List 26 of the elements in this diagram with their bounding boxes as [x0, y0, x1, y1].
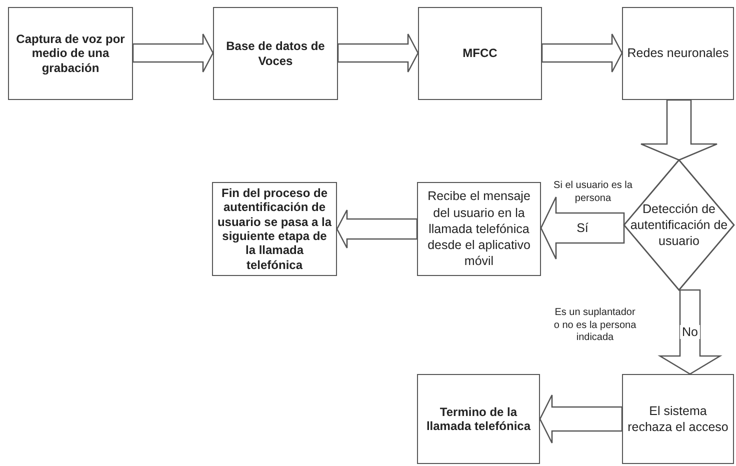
node-text: Termino de la llamada telefónica [425, 404, 532, 434]
node-text: MFCC [462, 46, 498, 61]
edge-label: No [680, 325, 700, 339]
process-box [417, 374, 540, 464]
note-text: Es un suplantador o no es la persona indicada [553, 307, 637, 344]
block-arrow [539, 394, 623, 444]
node-text: Recibe el mensaje del usuario en la llamada telefónica desde el aplicativo móvil [426, 188, 532, 270]
node-text: Base de datos de Voces [225, 39, 326, 68]
process-box [622, 374, 734, 464]
process-box [8, 7, 133, 100]
node-text: Fin del proceso de autentificación de usuario se pasa a la siguiente etapa de la llamada telefónica [216, 186, 333, 272]
node-text: El sistema rechaza el acceso [626, 402, 730, 436]
process-box [417, 182, 541, 276]
decision-diamond [624, 160, 734, 290]
node-text: Redes neuronales [626, 45, 730, 62]
block-arrow [541, 33, 623, 73]
block-arrow [640, 99, 718, 161]
block-arrow [336, 209, 418, 249]
block-arrow [337, 33, 419, 73]
process-box [213, 7, 338, 100]
block-arrow [540, 196, 625, 260]
process-box [622, 7, 734, 100]
node-text: Captura de voz por medio de una grabación [15, 32, 126, 76]
process-box [418, 7, 542, 100]
edge-label: Sí [574, 221, 590, 235]
block-arrow [132, 33, 214, 73]
